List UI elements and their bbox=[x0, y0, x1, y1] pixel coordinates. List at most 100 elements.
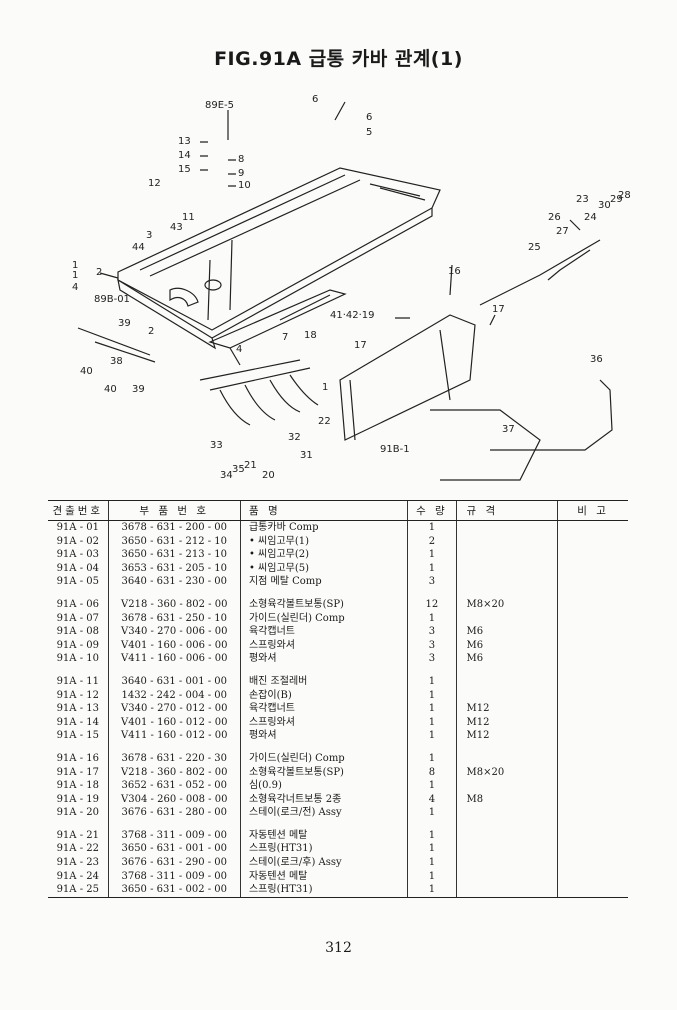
cell-part-name: 육각캡너트 bbox=[239, 702, 408, 716]
cell-part-name: 소형육각볼트보통(SP) bbox=[239, 765, 408, 780]
part-callout: 1 bbox=[322, 382, 328, 393]
spacer-cell bbox=[407, 588, 457, 598]
spacer-cell bbox=[48, 743, 108, 752]
cell-part-number: V218 - 360 - 802 - 00 bbox=[107, 765, 241, 780]
cell-part-number: V304 - 260 - 008 - 00 bbox=[107, 792, 241, 807]
cell-spec: M6 bbox=[455, 638, 558, 653]
part-callout: 6 bbox=[312, 94, 318, 105]
cell-spec bbox=[455, 806, 558, 820]
cell-quantity: 3 bbox=[407, 652, 457, 666]
cell-part-name: 소형육각너트보통 2종 bbox=[239, 792, 408, 807]
cell-part-name: 스프링와셔 bbox=[239, 638, 408, 653]
cell-part-number: 3678 - 631 - 200 - 00 bbox=[107, 520, 241, 535]
cell-quantity: 1 bbox=[407, 842, 457, 857]
cell-note bbox=[557, 674, 628, 689]
header-spec: 규 격 bbox=[455, 500, 558, 521]
cell-part-number: 3650 - 631 - 212 - 10 bbox=[107, 534, 241, 549]
cell-quantity: 1 bbox=[407, 688, 457, 703]
cell-no: 91A - 17 bbox=[56, 766, 99, 778]
cell-no: 91A - 25 bbox=[48, 883, 109, 898]
cell-note bbox=[557, 688, 628, 703]
cell-spec bbox=[455, 520, 558, 535]
cell-part-number: 3768 - 311 - 009 - 00 bbox=[107, 869, 241, 884]
cell-no: 91A - 06 bbox=[56, 598, 99, 610]
cell-spec bbox=[455, 869, 558, 884]
cell-part-name: 평와셔 bbox=[239, 729, 408, 743]
header-quantity: 수 량 bbox=[407, 500, 457, 521]
cell-quantity: 1 bbox=[407, 828, 457, 843]
cell-spec: M6 bbox=[455, 652, 558, 666]
cell-part-number: V401 - 160 - 012 - 00 bbox=[107, 715, 241, 730]
part-callout: 89B-01 bbox=[94, 294, 130, 305]
cell-spec: M8×20 bbox=[455, 597, 558, 612]
part-callout: 38 bbox=[110, 356, 123, 367]
cell-part-name: 스프링(HT31) bbox=[239, 883, 408, 898]
cell-note bbox=[557, 597, 628, 612]
part-callout: 5 bbox=[366, 127, 372, 138]
cell-part-name: • 씨임고무(1) bbox=[239, 534, 408, 549]
cell-note bbox=[557, 611, 628, 626]
cell-spec bbox=[455, 534, 558, 549]
cell-part-name: 가이드(실린더) Comp bbox=[239, 611, 408, 626]
cell-spec: M8×20 bbox=[455, 765, 558, 780]
spacer-cell bbox=[239, 665, 408, 675]
spacer-cell bbox=[239, 819, 408, 829]
cell-part-number: 3650 - 631 - 001 - 00 bbox=[107, 842, 241, 857]
cell-note bbox=[557, 751, 628, 766]
part-callout: 17 bbox=[492, 304, 505, 315]
part-callout: 13 bbox=[178, 136, 191, 147]
cell-quantity: 1 bbox=[407, 856, 457, 870]
part-callout: 30 bbox=[598, 200, 611, 211]
part-callout: 39 bbox=[132, 384, 145, 395]
cell-part-number: V340 - 270 - 012 - 00 bbox=[107, 702, 241, 716]
spacer-cell bbox=[48, 820, 108, 829]
cell-part-number: 3678 - 631 - 250 - 10 bbox=[107, 611, 241, 626]
cell-part-name: 지점 메탈 Comp bbox=[239, 575, 408, 589]
cell-spec bbox=[455, 883, 558, 898]
cell-note bbox=[557, 575, 628, 589]
part-callout: 41·42·19 bbox=[330, 310, 375, 321]
cell-no: 91A - 03 bbox=[56, 549, 99, 561]
cell-part-name: 자동텐션 메탈 bbox=[239, 869, 408, 884]
cell-part-number: 3650 - 631 - 213 - 10 bbox=[107, 548, 241, 562]
cell-note bbox=[557, 828, 628, 843]
cell-part-number: 1432 - 242 - 004 - 00 bbox=[107, 688, 241, 703]
cell-part-number: V340 - 270 - 006 - 00 bbox=[107, 625, 241, 639]
spacer-cell bbox=[407, 819, 457, 829]
part-callout: 22 bbox=[318, 416, 331, 427]
cell-part-name: 스테이(로크/전) Assy bbox=[239, 806, 408, 820]
cell-no: 91A - 10 bbox=[56, 653, 99, 665]
cell-note bbox=[557, 638, 628, 653]
spacer-cell bbox=[455, 742, 558, 752]
cell-no: 91A - 15 bbox=[56, 730, 99, 742]
cell-spec bbox=[455, 828, 558, 843]
cell-note bbox=[557, 765, 628, 780]
spacer-cell bbox=[107, 742, 241, 752]
cell-no: 91A - 14 bbox=[56, 716, 99, 728]
cell-spec: M6 bbox=[455, 625, 558, 639]
header-part-number: 부 품 번 호 bbox=[107, 500, 241, 521]
part-callout: 40 bbox=[104, 384, 117, 395]
spacer-cell bbox=[557, 742, 628, 752]
cell-no: 91A - 01 bbox=[56, 522, 99, 533]
spacer-cell bbox=[239, 742, 408, 752]
spacer-cell bbox=[455, 588, 558, 598]
part-callout: 16 bbox=[448, 266, 461, 277]
cell-note bbox=[557, 548, 628, 562]
cell-spec bbox=[455, 561, 558, 576]
cell-quantity: 1 bbox=[407, 779, 457, 793]
spacer-cell bbox=[48, 589, 108, 598]
header-part-name: 품 명 bbox=[239, 500, 408, 521]
part-callout: 33 bbox=[210, 440, 223, 451]
cell-quantity: 1 bbox=[407, 561, 457, 576]
cell-part-name: • 씨임고무(5) bbox=[239, 561, 408, 576]
part-callout: 4 bbox=[236, 344, 242, 355]
